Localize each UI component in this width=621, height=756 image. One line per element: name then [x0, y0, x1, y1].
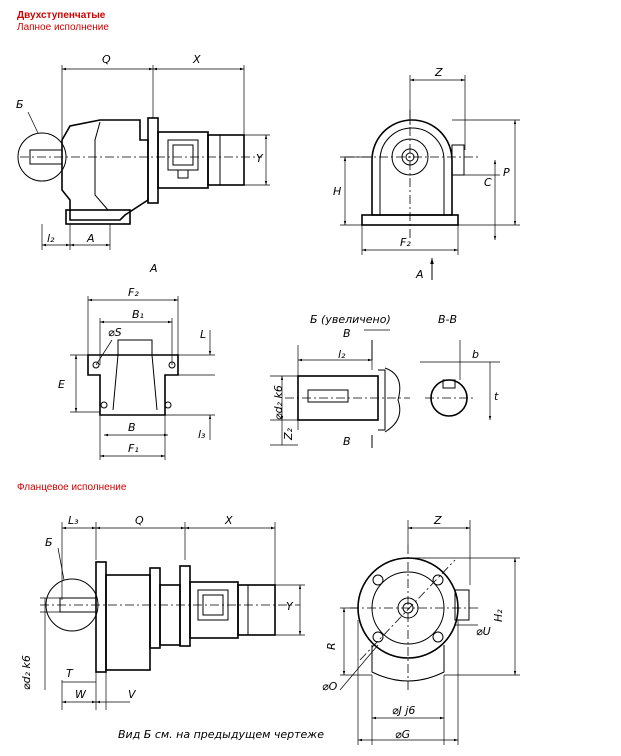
header-subtitle: Лапное исполнение — [17, 22, 109, 33]
dim-W: W — [75, 688, 87, 701]
detail-b-view — [270, 329, 410, 448]
foot-end-view — [340, 75, 520, 280]
dim-O: ⌀O — [322, 680, 338, 693]
section-V-bottom: В — [343, 435, 351, 448]
dim-E: E — [58, 378, 65, 391]
dim-U: ⌀U — [476, 625, 491, 638]
dim-b: b — [472, 348, 479, 361]
foot-side-view — [17, 65, 270, 250]
dim-X: X — [192, 53, 201, 66]
section-title-flange: Фланцевое исполнение — [17, 482, 127, 493]
dim-S: ⌀S — [108, 326, 122, 339]
section-V-top: В — [343, 327, 351, 340]
note-view-b: Вид Б см. на предыдущем чертеже — [118, 728, 324, 741]
dim-t: t — [494, 390, 499, 403]
dim-H2: H₂ — [492, 609, 505, 622]
dim-d2-flange: ⌀d₂ k6 — [20, 655, 33, 690]
flange-side-view — [40, 522, 305, 710]
dim-d2-detail: ⌀d₂ k6 — [272, 385, 285, 420]
dim-G: ⌀G — [395, 728, 410, 741]
dim-B1: B₁ — [132, 308, 144, 321]
header-title: Двухступенчатые — [17, 10, 106, 21]
section-vv-title: В-В — [438, 313, 457, 326]
detail-title: Б (увеличено) — [310, 313, 391, 326]
section-vv-view — [420, 340, 500, 420]
header: Двухступенчатые Лапное исполнение — [17, 10, 109, 34]
dim-V: V — [128, 688, 137, 701]
dim-Y-flange: Y — [286, 600, 294, 613]
dim-l2: l₂ — [47, 232, 55, 245]
dim-P: P — [503, 166, 510, 179]
dim-B-plan: B — [128, 421, 136, 434]
dim-Z-flange: Z — [433, 514, 442, 527]
dim-Y: Y — [256, 152, 264, 165]
dim-F2-plan: F₂ — [128, 286, 139, 299]
dim-H: H — [333, 185, 341, 198]
arrow-A-label: A — [415, 268, 424, 281]
dim-C: C — [484, 176, 492, 189]
dim-l3: l₃ — [198, 428, 206, 441]
dim-Z: Z — [434, 66, 443, 79]
dim-l2-detail: l₂ — [338, 348, 346, 361]
dim-F2: F₂ — [400, 236, 411, 249]
dim-T: T — [66, 667, 74, 680]
dim-R: R — [325, 642, 338, 650]
dim-X-flange: X — [224, 514, 233, 527]
dim-L: L — [200, 328, 206, 341]
dim-Q-flange: Q — [135, 514, 144, 527]
label-B-circle: Б — [16, 98, 24, 111]
foot-plan-view — [70, 296, 215, 460]
dim-F1: F₁ — [128, 442, 139, 455]
dim-Z2: Z₂ — [282, 427, 295, 441]
flange-end-view — [339, 520, 520, 745]
dim-A: A — [86, 232, 95, 245]
label-B-circle-flange: Б — [45, 536, 53, 549]
dim-Q: Q — [102, 53, 111, 66]
view-A-label: A — [149, 262, 158, 275]
dim-L3: L₃ — [68, 514, 79, 527]
dim-J: ⌀J j6 — [392, 704, 415, 717]
